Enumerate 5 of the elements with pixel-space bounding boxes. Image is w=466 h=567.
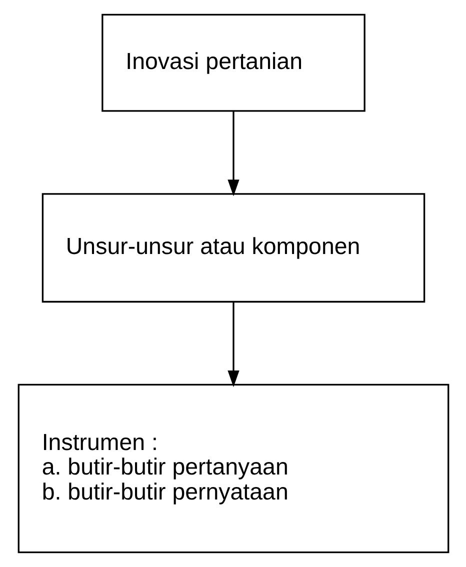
arrow	[227, 111, 239, 196]
node-box: Instrumen : a. butir-butir pertanyaan b. butir-butir pernyataan	[17, 384, 449, 554]
node-box: Inovasi pertanian	[101, 14, 365, 112]
arrow	[227, 302, 239, 388]
node-box: Unsur-unsur atau komponen	[41, 193, 425, 303]
